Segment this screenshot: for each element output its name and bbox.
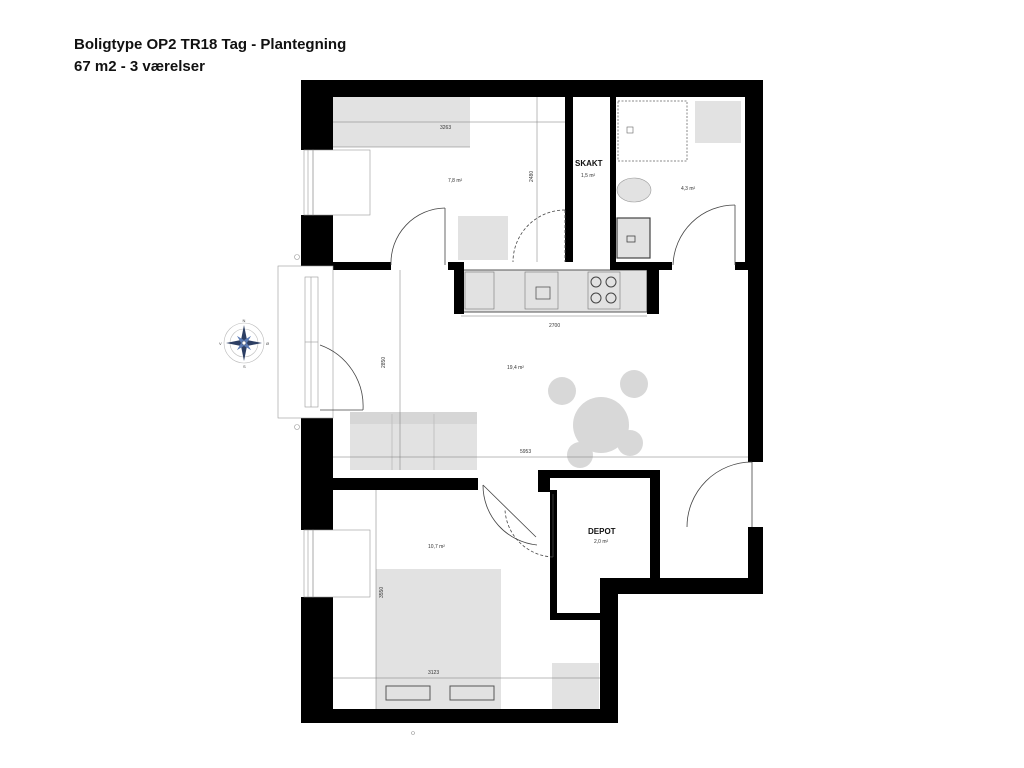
kitchen-cooktop [587,271,621,310]
dim-living-height: 2850 [381,357,387,368]
dim-kitchen-width: 2700 [549,323,560,329]
windows [277,149,371,598]
kitchen-sink-basin [535,286,551,300]
door-bedroom [482,484,537,538]
dining-chair [620,370,648,398]
window-top-room [303,149,314,216]
dim-bed-width: 3123 [428,670,439,676]
mark [294,254,300,260]
mark [411,731,415,735]
depot-area: 2,0 m² [594,539,609,545]
plan-subtitle: 67 m2 - 3 værelser [74,58,205,75]
compass-n: N [243,318,246,323]
toilet [616,177,652,203]
burner [605,292,617,304]
sofa-back [350,412,477,424]
dimension-lines [333,97,748,709]
wardrobe [552,663,599,709]
doors [319,204,753,558]
bath-area: 4,3 m² [681,186,696,192]
living-area: 19,4 m² [507,365,524,371]
pillow [385,685,431,701]
pillow [449,685,495,701]
dim-living-width: 5953 [520,449,531,455]
depot-label: DEPOT [588,527,616,536]
top-room-area: 7,8 m² [448,178,463,184]
burner [590,276,602,288]
compass-rose: N S Ø V [219,318,269,369]
bedroom-bed [376,569,501,709]
shower-drain [626,126,634,134]
kitchen-cabinet-1 [464,271,495,310]
dining-table [573,397,629,453]
dining-chair [548,377,576,405]
walls [301,80,763,723]
door-top-room-inner [512,209,566,263]
compass-s: S [243,364,246,369]
burner [605,276,617,288]
compass-e: Ø [266,341,269,346]
skakt-label: SKAKT [575,159,603,168]
kitchen-sink [524,271,559,310]
dim-bed-height: 3550 [379,587,385,598]
plan-title: Boligtype OP2 TR18 Tag - Plantegning [74,36,347,53]
compass-w: V [219,341,222,346]
mark [294,424,300,430]
skakt-area: 1,5 m² [581,173,596,179]
washbasin-bowl [626,235,636,243]
dim-top-height: 2480 [529,171,535,182]
kitchen-counter [460,269,648,313]
title-block: Boligtype OP2 TR18 Tag - Plantegning 67 … [74,34,346,78]
burner [590,292,602,304]
furniture [333,97,741,709]
top-room-desk [458,216,508,260]
dim-top-width: 3263 [440,125,451,131]
bath-cabinet [695,101,741,143]
bed-area: 10,7 m² [428,544,445,550]
shower [617,100,688,162]
washbasin [616,217,651,259]
window-bedroom [303,529,314,598]
